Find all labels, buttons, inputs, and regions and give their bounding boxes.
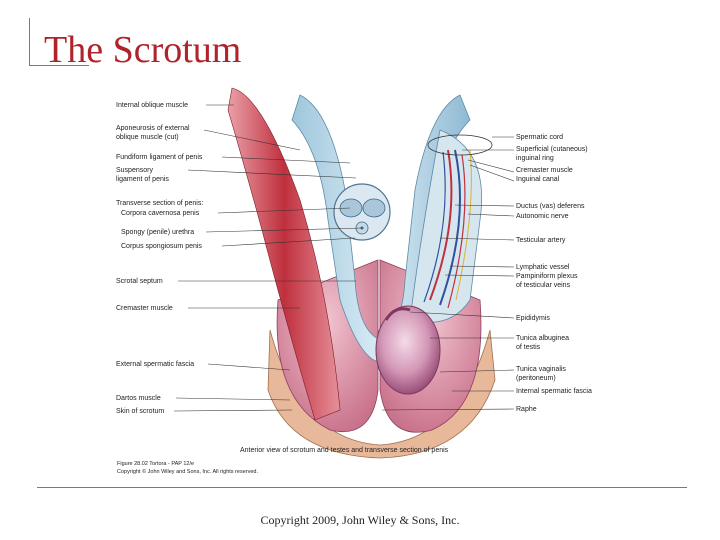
label-spermatic-cord: Spermatic cord (516, 134, 563, 141)
leader-pampiniform (444, 274, 515, 277)
leader-inguinal-canal (469, 164, 515, 182)
leader-fundiform (221, 156, 351, 164)
leader-ductus (454, 204, 515, 207)
leader-spongy-urethra (205, 227, 363, 233)
leader-suspensory (187, 169, 357, 179)
label-ductus-deferens: Ductus (vas) deferens (516, 203, 585, 210)
label-internal-oblique-muscle: Internal oblique muscle (116, 102, 188, 109)
leader-external-spermatic-fascia (207, 363, 291, 371)
leader-epididymis (409, 311, 515, 319)
leader-testicular-artery (439, 237, 515, 241)
figure-credit-line1: Figure 28.02 Tortora - PAP 12/e (117, 461, 194, 467)
figure-credit-line2: Copyright © John Wiley and Sons, Inc. Al… (117, 468, 258, 475)
leader-corpus-spongiosum (221, 237, 356, 247)
scrotum-illustration (227, 87, 496, 459)
leader-tunica-vaginalis (439, 369, 515, 373)
left-label-group: Internal oblique muscle Aponeurosis of e… (116, 102, 363, 415)
label-corpora-cavernosa: Corpora cavernosa penis (121, 210, 200, 217)
label-autonomic-nerve: Autonomic nerve (516, 213, 569, 220)
label-raphe: Raphe (516, 406, 537, 413)
leader-autonomic (467, 213, 515, 217)
label-tunica-vaginalis: Tunica vaginalis(peritoneum) (516, 366, 566, 382)
label-superficial-inguinal-ring: Superficial (cutaneous)inguinal ring (516, 146, 588, 162)
copyright-footer: Copyright 2009, John Wiley & Sons, Inc. (260, 513, 460, 527)
label-internal-spermatic-fascia: Internal spermatic fascia (516, 388, 592, 395)
label-epididymis: Epididymis (516, 315, 550, 322)
leader-dartos (175, 397, 291, 401)
right-label-group: Spermatic cord Superficial (cutaneous)in… (381, 134, 592, 413)
slide-title: The Scrotum (44, 29, 242, 71)
label-spongy-urethra: Spongy (penile) urethra (121, 229, 194, 236)
title-rule-horizontal (29, 65, 89, 66)
footer-rule (37, 487, 687, 488)
label-external-spermatic-fascia: External spermatic fascia (116, 361, 194, 368)
figure-caption: Anterior view of scrotum and testes and … (240, 447, 449, 454)
label-scrotal-septum: Scrotal septum (116, 278, 163, 285)
label-fundiform-ligament: Fundiform ligament of penis (116, 154, 203, 161)
leader-aponeurosis (203, 129, 301, 151)
leader-skin (173, 409, 293, 412)
label-transverse-section: Transverse section of penis: (116, 200, 203, 207)
leader-cremaster-right (467, 159, 515, 173)
leader-corpora-cavernosa (217, 207, 351, 214)
leader-lymphatic (449, 265, 515, 268)
label-testicular-artery: Testicular artery (516, 237, 566, 244)
title-rule-vertical (29, 18, 30, 66)
label-dartos-muscle: Dartos muscle (116, 395, 161, 402)
label-corpus-spongiosum: Corpus spongiosum penis (121, 243, 202, 250)
label-cremaster-muscle-left: Cremaster muscle (116, 305, 173, 312)
label-skin-of-scrotum: Skin of scrotum (116, 408, 164, 415)
leader-raphe (381, 408, 515, 411)
